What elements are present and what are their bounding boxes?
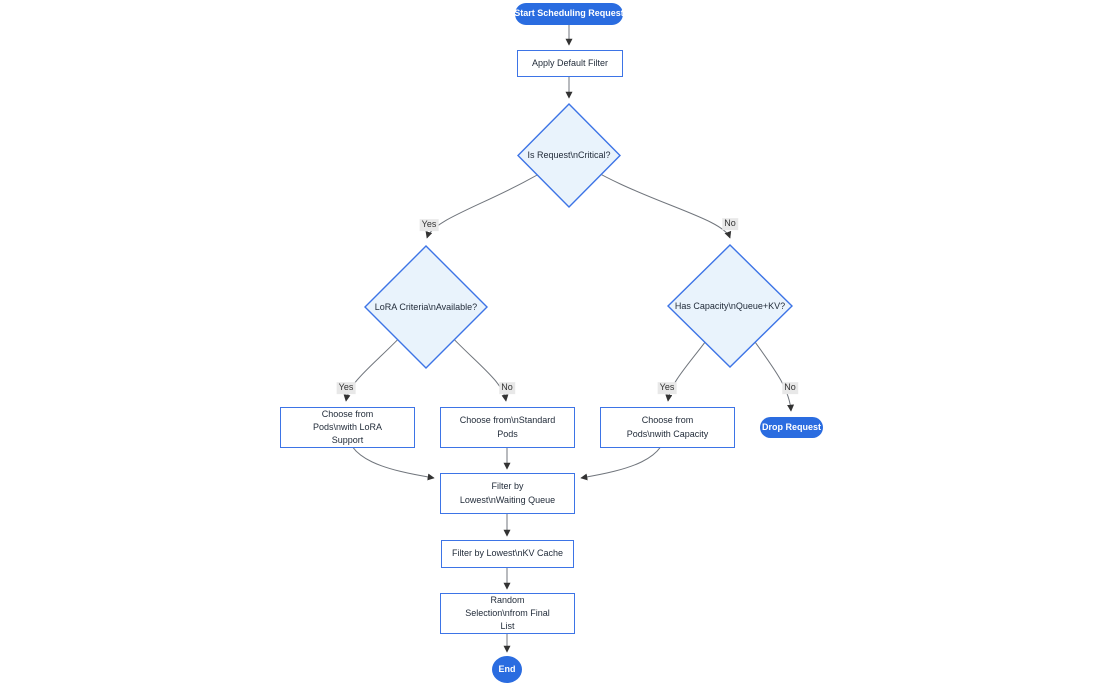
edge-label-lora-yes: Yes	[336, 382, 356, 394]
edge-label-capacity-yes: Yes	[657, 382, 677, 394]
node-drop-request: Drop Request	[760, 417, 823, 438]
decision-diamond-has-capacity	[667, 244, 793, 368]
edge-label-capacity-no: No	[782, 382, 798, 394]
edge-label-critical-no: No	[722, 218, 738, 230]
node-choose-standard-pods: Choose from\nStandard Pods	[440, 407, 575, 448]
node-filter-kv-cache: Filter by Lowest\nKV Cache	[441, 540, 574, 568]
edge-label-critical-yes: Yes	[419, 219, 439, 231]
node-filter-waiting-queue-label: Filter by Lowest\nWaiting Queue	[459, 481, 556, 505]
edge-label-lora-no: No	[499, 382, 515, 394]
node-apply-default-filter: Apply Default Filter	[517, 50, 623, 77]
node-filter-waiting-queue: Filter by Lowest\nWaiting Queue	[440, 473, 575, 514]
decision-diamond-lora-criteria	[364, 245, 488, 369]
node-label-has-capacity: Has Capacity\nQueue+KV?	[674, 301, 786, 311]
node-choose-capacity-pods-label: Choose from Pods\nwith Capacity	[626, 415, 709, 439]
node-end: End	[492, 656, 522, 683]
node-label-lora-criteria: LoRA Criteria\nAvailable?	[374, 302, 478, 312]
node-label-is-critical: Is Request\nCritical?	[527, 150, 611, 160]
node-random-selection: Random Selection\nfrom Final List	[440, 593, 575, 634]
decision-diamond-is-critical	[517, 103, 621, 208]
node-choose-standard-pods-label: Choose from\nStandard Pods	[459, 415, 556, 439]
node-choose-lora-pods-label: Choose from Pods\nwith LoRA Support	[312, 408, 383, 446]
node-choose-lora-pods: Choose from Pods\nwith LoRA Support	[280, 407, 415, 448]
node-choose-capacity-pods: Choose from Pods\nwith Capacity	[600, 407, 735, 448]
node-random-selection-label: Random Selection\nfrom Final List	[465, 594, 550, 632]
node-start: Start Scheduling Request	[514, 3, 624, 25]
